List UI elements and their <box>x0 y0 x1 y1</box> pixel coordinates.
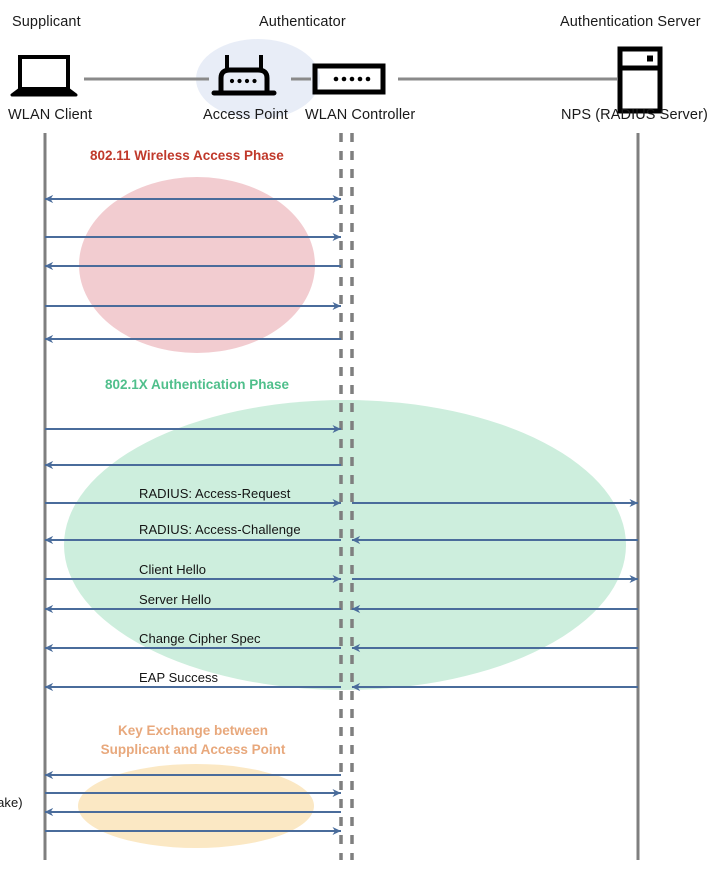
actor-name-nps: NPS (RADIUS Server) <box>561 107 708 123</box>
wlan-controller-icon <box>312 63 386 95</box>
actor-role-auth-server: Authentication Server <box>560 14 701 30</box>
message-label: RADIUS: Access-Request <box>139 486 291 501</box>
message-label: EAP Success <box>139 670 219 685</box>
message-label: RADIUS: Access-Challenge <box>139 522 301 537</box>
actor-name-access-point: Access Point <box>203 107 289 123</box>
message-label: Client Hello <box>139 562 207 577</box>
laptop-icon <box>10 55 78 97</box>
phase-label-wireless-access: 802.11 Wireless Access Phase <box>90 148 284 163</box>
phase-region-key-exchange <box>78 764 314 848</box>
phase-region-dot1x-auth <box>64 400 626 690</box>
message-arrow-layer <box>44 194 638 836</box>
phase-label-key-exchange-line2: Supplicant and Access Point <box>100 742 286 757</box>
actor-name-wlan-client: WLAN Client <box>8 107 93 123</box>
actor-role-authenticator: Authenticator <box>259 14 346 30</box>
phase-label-key-exchange: Key Exchange between Supplicant and Acce… <box>98 721 288 759</box>
actor-role-supplicant: Supplicant <box>12 14 81 30</box>
access-point-icon <box>211 55 277 96</box>
message-label: EAPOL-Key (4-way handshake) <box>0 795 23 810</box>
actor-name-wlan-controller: WLAN Controller <box>305 107 416 123</box>
phase-label-key-exchange-line1: Key Exchange between <box>117 723 269 738</box>
message-label: Server Hello <box>139 592 212 607</box>
message-label: Change Cipher Spec <box>139 631 261 646</box>
server-icon <box>617 46 663 114</box>
phase-label-dot1x-auth: 802.1X Authentication Phase <box>105 377 290 392</box>
